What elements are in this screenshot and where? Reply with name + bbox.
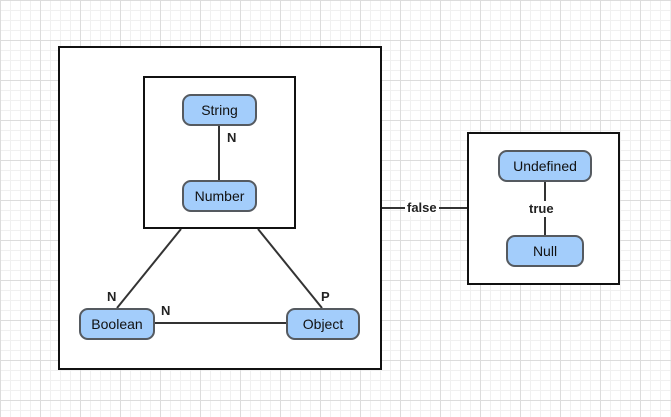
- node-boolean[interactable]: Boolean: [79, 308, 155, 340]
- node-string[interactable]: String: [182, 94, 257, 126]
- edge-label-undefined-null: true: [527, 201, 556, 217]
- edge-number-object: [257, 228, 323, 309]
- node-number[interactable]: Number: [182, 180, 257, 212]
- node-object[interactable]: Object: [286, 308, 360, 340]
- node-null[interactable]: Null: [506, 235, 584, 267]
- edge-label-number-object: P: [321, 289, 330, 304]
- edge-label-string-number: N: [227, 130, 237, 145]
- edge-label-boolean-object: N: [161, 303, 171, 318]
- edge-number-boolean: [116, 228, 182, 309]
- node-undefined[interactable]: Undefined: [498, 150, 592, 182]
- edge-label-group-link: false: [405, 200, 439, 216]
- edge-label-number-boolean: N: [107, 289, 117, 304]
